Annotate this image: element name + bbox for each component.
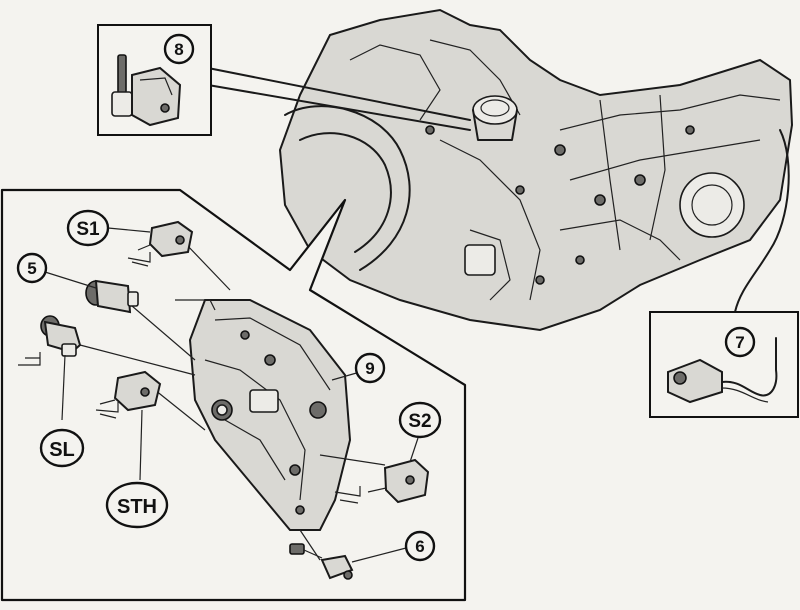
- callout-6: 6: [415, 537, 424, 556]
- callout-sl-circle: [39, 428, 85, 468]
- leader-6: [351, 547, 407, 563]
- wire-to-7: [734, 129, 790, 313]
- solenoid-sth: [95, 370, 162, 419]
- callout-s2-circle: [398, 401, 442, 439]
- callout-sl: SL: [49, 439, 75, 461]
- callout-8: 8: [174, 40, 183, 59]
- callout-9: 9: [365, 359, 374, 378]
- part-9-valve-body: [188, 299, 352, 531]
- part-6-fitting: [289, 543, 354, 580]
- callout-s2: S2: [408, 411, 431, 432]
- leader-s1-route: [184, 242, 231, 291]
- callout-7: 7: [735, 333, 744, 352]
- leader-8: [207, 67, 471, 121]
- callout-9-circle: [354, 352, 386, 384]
- callout-sth-circle: [105, 481, 169, 529]
- leader-s2: [409, 437, 419, 463]
- leader-5: [44, 271, 97, 289]
- callout-s1: S1: [76, 219, 100, 240]
- valve-body-inset: 9 S1 5: [0, 188, 467, 602]
- callout-7-circle: [724, 326, 756, 358]
- callout-s1-circle: [66, 209, 110, 247]
- leader-sth: [139, 409, 143, 481]
- leader-sl-route: [79, 344, 196, 376]
- leader-8b: [207, 84, 471, 131]
- inset-box-8: 8: [97, 24, 212, 136]
- callout-8-circle: [163, 33, 195, 65]
- leader-s1: [107, 227, 151, 233]
- leader-5-route: [124, 299, 196, 361]
- callout-5-circle: [16, 252, 48, 284]
- part-7-sensor: [667, 337, 778, 404]
- leader-9: [331, 371, 361, 381]
- solenoid-s1: [127, 220, 194, 267]
- leader-sth-route: [154, 389, 206, 431]
- callout-5: 5: [27, 259, 36, 278]
- callout-6-circle: [404, 530, 436, 562]
- inset-box-7: 7: [649, 311, 799, 418]
- leader-route-a: [175, 299, 216, 311]
- leader-sl: [61, 354, 66, 421]
- solenoid-s2: [334, 458, 430, 504]
- callout-sth: STH: [117, 496, 157, 518]
- solenoid-sl: [18, 315, 82, 366]
- leader-s2-route: [319, 454, 386, 466]
- part-8-sensor: [111, 54, 182, 127]
- transmission-housing: [278, 8, 794, 332]
